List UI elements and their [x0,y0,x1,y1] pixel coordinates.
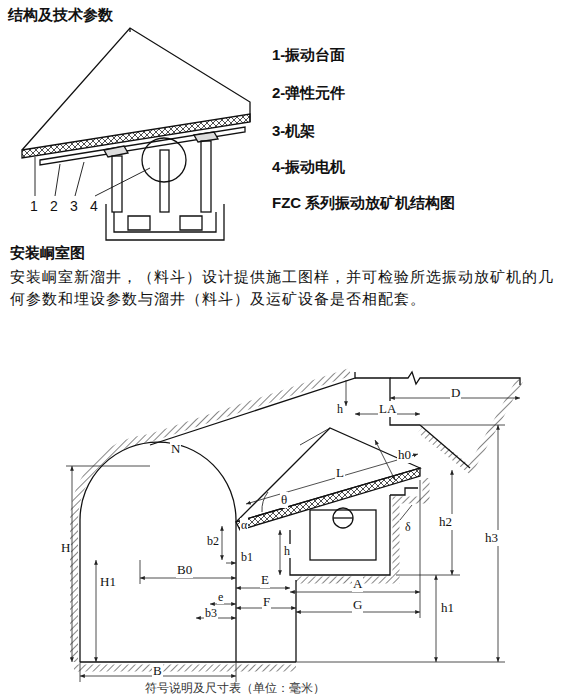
dimension-symbol: L [335,465,345,481]
part-name: 2-弹性元件 [272,84,345,102]
dimension-symbol: H1 [99,574,117,590]
paragraph: 安装峒室新溜井，（料斗）设计提供施工图样，并可检验所选振动放矿机的几何参数和埋设… [10,266,554,310]
part-name: 1-振动台面 [272,46,345,64]
dimension-symbol: h3 [484,530,499,546]
callout-number: 3 [70,198,78,215]
dimension-symbol: LA [378,401,397,417]
dimension-symbol: N [170,441,181,457]
dimension-symbol: A [352,576,363,592]
dimension-symbol: e [217,590,224,604]
dimension-symbol: b1 [240,550,254,564]
dimension-symbol: H [60,540,71,556]
dimension-symbol: h1 [440,600,455,616]
dimension-symbol: δ [404,520,412,534]
dimension-symbol: F [262,594,271,610]
dimension-symbol: h0 [397,447,412,463]
dimension-lines [66,380,520,682]
dimension-symbol: B0 [176,562,193,578]
dimension-symbol: G [352,597,363,613]
section-heading: 安装峒室图 [10,244,85,262]
dimension-symbol: E [260,572,270,588]
callout-number: 4 [90,198,98,215]
figure-caption: FZC 系列振动放矿机结构图 [272,194,455,212]
dimension-symbol: D [450,385,461,401]
table-caption: 符号说明及尺寸表（单位：毫米） [145,681,325,695]
dimension-symbol: θ [280,492,288,508]
callout-number: 2 [50,198,58,215]
part-name: 3-机架 [272,122,315,140]
page-title: 结构及技术参数 [8,6,113,24]
dimension-symbol: b3 [204,606,218,620]
feeder-structure [22,28,250,240]
callout-number: 1 [30,198,38,215]
dimension-symbol: B [152,663,163,679]
dimension-symbol: h [283,544,291,558]
dimension-symbol: b2 [206,534,220,548]
part-name: 4-振动电机 [272,158,345,176]
dimension-symbol: α [240,518,248,532]
dimension-symbol: h2 [438,514,453,530]
chamber-drawing [74,372,520,668]
dimension-symbol: h [336,402,344,416]
